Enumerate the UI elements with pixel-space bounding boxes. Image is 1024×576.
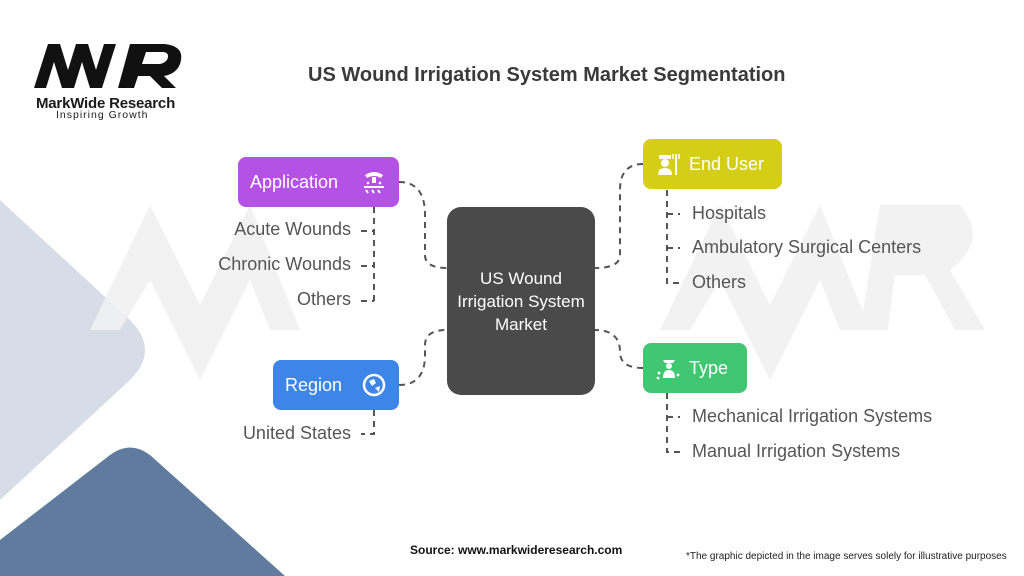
mwr-monogram-icon xyxy=(34,44,182,88)
watermark-logo xyxy=(90,205,985,380)
category-application: Application xyxy=(238,157,399,207)
bracket-type xyxy=(666,393,680,453)
brand-name: MarkWide Research xyxy=(36,95,176,112)
end-user-item-2: Ambulatory Surgical Centers xyxy=(692,237,922,257)
end-user-item-1: Hospitals xyxy=(692,203,767,223)
connector-type xyxy=(594,329,644,369)
connector-end-user xyxy=(594,163,644,269)
type-item-2: Manual Irrigation Systems xyxy=(692,441,901,461)
page-title: US Wound Irrigation System Market Segmen… xyxy=(308,64,786,86)
bracket-end-user xyxy=(666,190,680,284)
globe-icon xyxy=(361,372,387,398)
irrigation-sprinkler-icon xyxy=(361,169,387,195)
connector-region xyxy=(398,329,448,386)
gardener-icon xyxy=(655,355,681,381)
source-note: Source: www.markwideresearch.com xyxy=(410,543,623,557)
brand-tagline: Inspiring Growth xyxy=(56,109,149,121)
application-item-2: Chronic Wounds xyxy=(218,254,351,274)
center-node: US Wound Irrigation System Market xyxy=(447,207,595,395)
connector-application xyxy=(398,181,448,269)
region-item-1: United States xyxy=(242,423,351,443)
category-type-label: Type xyxy=(689,357,729,378)
end-user-item-3: Others xyxy=(692,272,747,292)
center-label: US Wound Irrigation System Market xyxy=(457,268,585,334)
bracket-region xyxy=(361,410,375,435)
disclaimer-note: *The graphic depicted in the image serve… xyxy=(686,551,1007,562)
application-item-3: Others xyxy=(296,289,351,309)
category-region-label: Region xyxy=(285,374,343,395)
type-item-1: Mechanical Irrigation Systems xyxy=(692,406,933,426)
category-type: Type xyxy=(643,343,747,393)
category-end-user: End User xyxy=(643,139,782,189)
bracket-application xyxy=(361,207,375,302)
farmer-icon xyxy=(655,151,681,177)
category-end-user-label: End User xyxy=(689,153,765,174)
category-application-label: Application xyxy=(250,171,339,192)
application-item-1: Acute Wounds xyxy=(234,219,351,239)
markwide-logo: MarkWide Research Inspiring Growth xyxy=(30,40,200,122)
category-region: Region xyxy=(273,360,399,410)
